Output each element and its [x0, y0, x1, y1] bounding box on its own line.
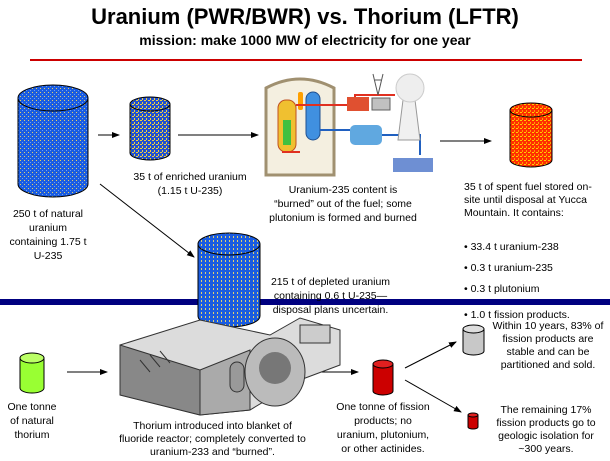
depleted-uranium-label: 215 t of depleted uranium containing 0.6…	[270, 276, 391, 316]
spent-fuel-label: 35 t of spent fuel stored on-site until …	[464, 181, 592, 219]
stable-products-label: Within 10 years, 83% of fission products…	[492, 320, 604, 371]
remaining-products-label: The remaining 17% fission products go to…	[496, 404, 596, 455]
depleted-uranium-cylinder	[197, 232, 261, 328]
spent-item: 0.3 t plutonium	[464, 282, 540, 296]
lftr-caption: Thorium introduced into blanket of fluor…	[119, 420, 306, 458]
enriched-uranium-cylinder	[129, 96, 171, 161]
spent-item: 33.4 t uranium-238	[464, 240, 559, 254]
enriched-uranium-label: 35 t of enriched uranium (1.15 t U-235)	[120, 170, 260, 198]
subtitle: mission: make 1000 MW of electricity for…	[139, 32, 471, 48]
spent-item: 0.3 t uranium-235	[464, 261, 553, 275]
fission-products-cylinder	[372, 359, 394, 396]
natural-uranium-label: 250 t of natural uranium containing 1.75…	[9, 208, 87, 262]
stable-products-cylinder	[462, 324, 485, 356]
arrow	[404, 341, 457, 369]
enriched-line-1: 35 t of enriched uranium	[133, 171, 247, 183]
title: Uranium (PWR/BWR) vs. Thorium (LFTR)	[91, 4, 519, 29]
enriched-line-2: (1.15 t U-235)	[157, 185, 223, 197]
natural-thorium-label: One tonne of natural thorium	[7, 401, 57, 441]
navy-band	[0, 299, 610, 305]
arrow	[99, 183, 195, 258]
spent-item: 1.0 t fission products.	[464, 308, 570, 322]
fission-products-label: One tonne of fission products; no uraniu…	[336, 401, 430, 455]
remaining-products-cylinder	[467, 412, 479, 430]
spent-fuel-cylinder	[509, 102, 553, 168]
reactor-caption: Uranium-235 content is “burned” out of t…	[269, 184, 417, 224]
pwr-plant-illustration	[264, 73, 433, 177]
arrow	[404, 379, 462, 413]
thorium-cylinder	[19, 352, 45, 394]
natural-uranium-cylinder	[17, 84, 89, 198]
lftr-plant-illustration	[119, 317, 341, 416]
